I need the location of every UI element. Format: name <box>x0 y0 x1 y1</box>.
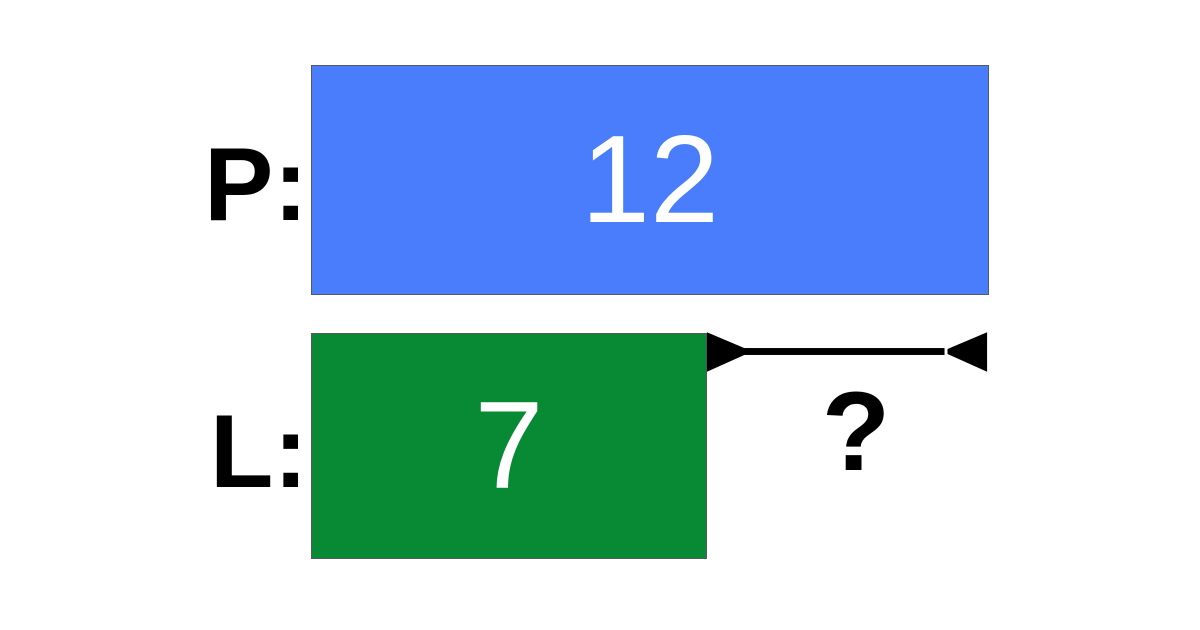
bar-value-p: 12 <box>581 111 719 249</box>
bar-label-l: L: <box>209 394 308 510</box>
bar-p: 12 <box>311 65 989 295</box>
bar-l: 7 <box>311 333 707 559</box>
difference-question-mark: ? <box>821 369 891 494</box>
bar-value-l: 7 <box>474 377 544 515</box>
bar-label-p: P: <box>204 127 308 243</box>
